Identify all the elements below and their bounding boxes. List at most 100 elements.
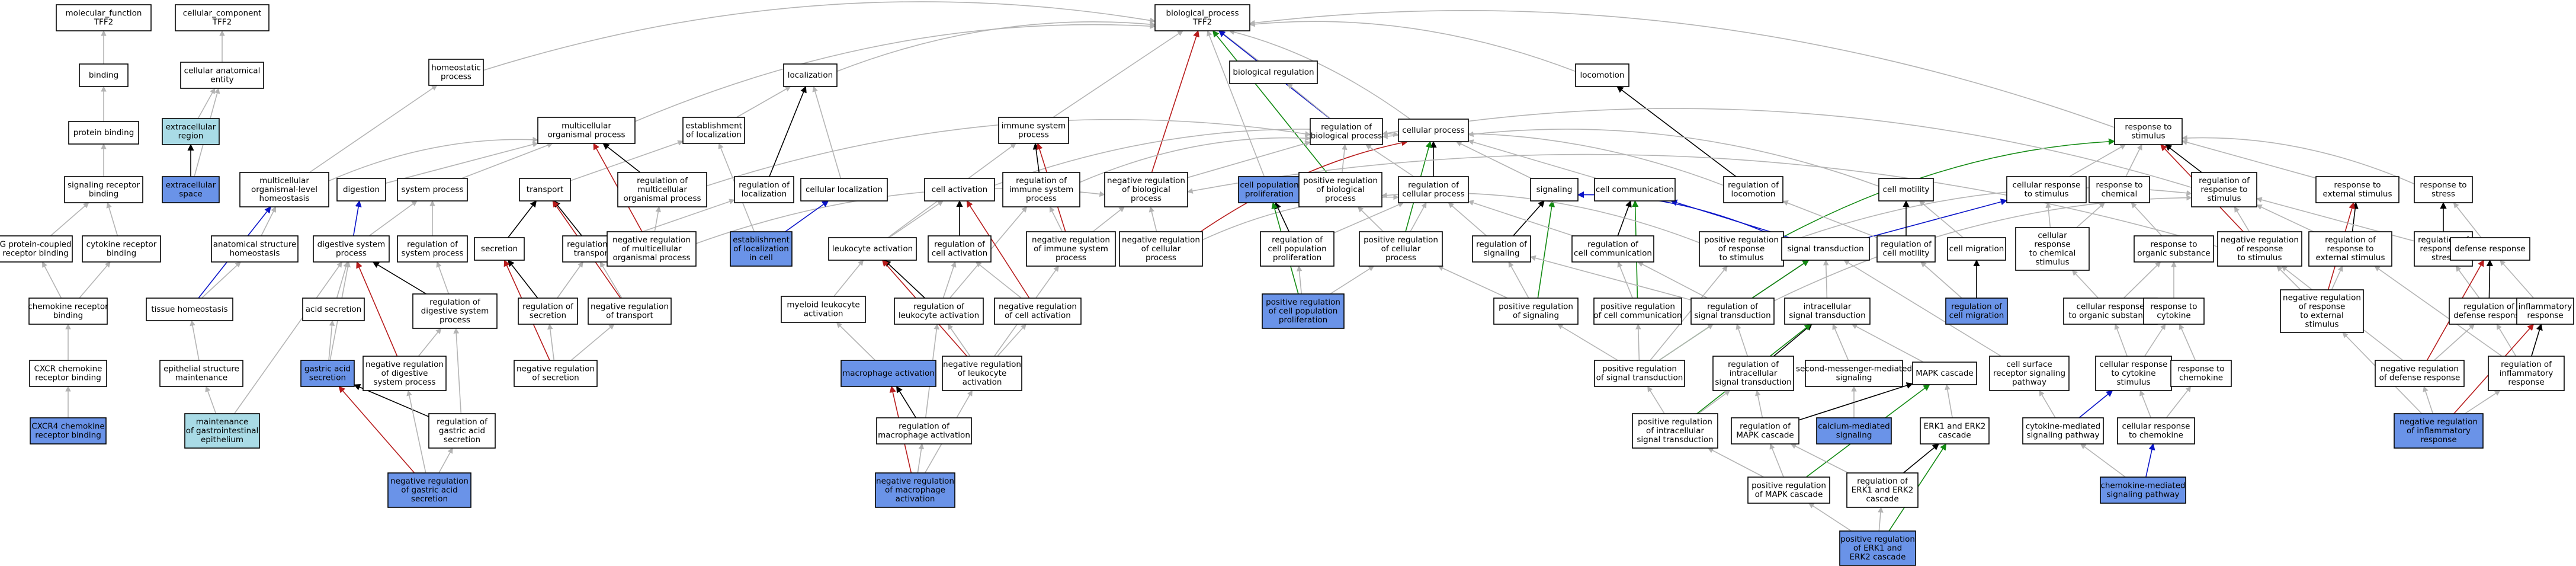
term-node-signal-transduction[interactable]: signal transduction — [1781, 237, 1870, 261]
term-node-cellular-process[interactable]: cellular process — [1398, 119, 1469, 142]
term-node-locomotion[interactable]: locomotion — [1575, 63, 1629, 87]
term-node-signaling[interactable]: signaling — [1530, 178, 1579, 202]
term-node-localization[interactable]: localization — [783, 63, 838, 87]
term-node-biological-regulation[interactable]: biological regulation — [1229, 60, 1318, 84]
term-node-macrophage-activation[interactable]: macrophage activation — [841, 360, 936, 387]
term-node-cellular-localization[interactable]: cellular localization — [800, 178, 888, 202]
term-node-digestion[interactable]: digestion — [336, 178, 386, 202]
term-node-tissue-homeostasis[interactable]: tissue homeostasis — [146, 298, 233, 321]
term-node-leukocyte-activation[interactable]: leukocyte activation — [828, 237, 917, 261]
term-node-binding[interactable]: binding — [79, 63, 129, 87]
term-node-cell-communication[interactable]: cell communication — [1594, 178, 1676, 202]
term-node-transport[interactable]: transport — [519, 178, 571, 202]
term-node-cell-motility[interactable]: cell motility — [1878, 178, 1934, 202]
term-node-secretion[interactable]: secretion — [474, 237, 525, 261]
term-node-cell-activation[interactable]: cell activation — [924, 178, 995, 202]
term-node-protein-binding[interactable]: protein binding — [68, 121, 139, 145]
